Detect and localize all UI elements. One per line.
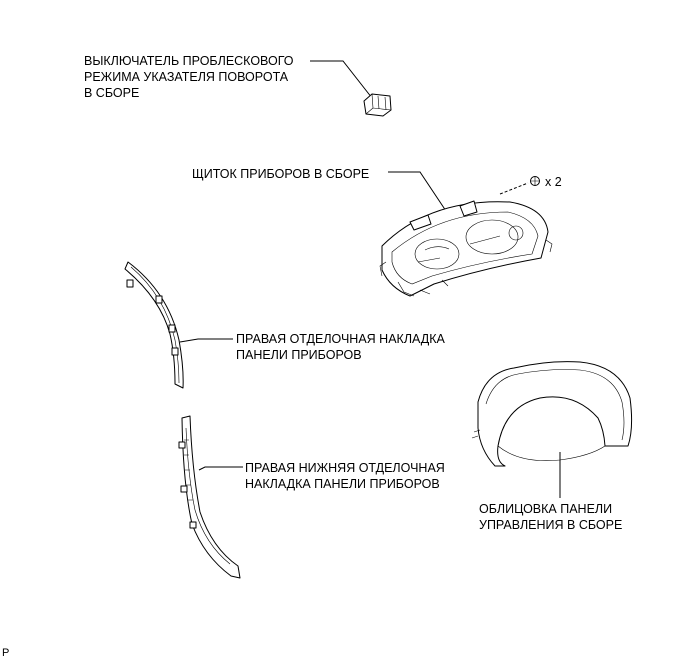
leader-right-lower-trim — [198, 466, 243, 471]
finish-panel-part — [471, 361, 633, 467]
leader-right-trim — [179, 338, 233, 343]
leader-lines — [179, 60, 561, 498]
instrument-cluster-part — [379, 200, 553, 297]
leader-turn-switch — [310, 60, 373, 99]
turn-switch-label: ВЫКЛЮЧАТЕЛЬ ПРОБЛЕСКОВОГО РЕЖИМА УКАЗАТЕ… — [84, 54, 294, 100]
right-lower-trim-label: ПРАВАЯ НИЖНЯЯ ОТДЕЛОЧНАЯ НАКЛАДКА ПАНЕЛИ… — [245, 461, 445, 491]
right-trim-part — [124, 261, 184, 389]
turn-switch-part — [363, 93, 392, 117]
finish-panel-label: ОБЛИЦОВКА ПАНЕЛИ УПРАВЛЕНИЯ В СБОРЕ — [479, 502, 623, 532]
leader-cluster — [388, 171, 449, 215]
corner-code: P — [2, 647, 10, 659]
cluster-label: ЩИТОК ПРИБОРОВ В СБОРЕ — [192, 167, 370, 181]
leader-screw — [499, 182, 529, 195]
screw-qty-label: x 2 — [545, 175, 562, 189]
right-lower-trim-part — [178, 415, 241, 579]
screw-part — [530, 176, 540, 186]
right-trim-label: ПРАВАЯ ОТДЕЛОЧНАЯ НАКЛАДКА ПАНЕЛИ ПРИБОР… — [236, 332, 445, 362]
